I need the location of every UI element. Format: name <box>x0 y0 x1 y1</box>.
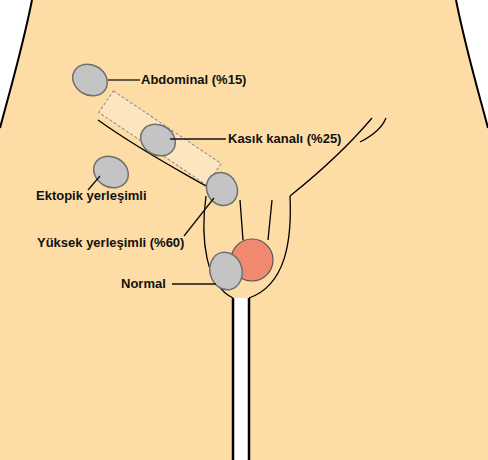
outside-area <box>456 0 488 128</box>
groin-line <box>290 118 372 196</box>
testis-inguinal <box>135 118 181 162</box>
location-label: Abdominal (%15) <box>141 72 246 88</box>
penis-outline <box>240 200 243 240</box>
body-outline <box>456 0 488 128</box>
leader-line <box>88 176 100 190</box>
location-label: Kasık kanalı (%25) <box>228 131 341 147</box>
leader-line <box>172 283 216 284</box>
location-label: Yüksek yerleşimli (%60) <box>37 235 184 251</box>
leader-line <box>108 79 140 80</box>
location-label: Ektopik yerleşimli <box>36 188 147 204</box>
groin-line <box>360 118 386 142</box>
location-label: Normal <box>121 276 166 292</box>
outside-area <box>0 0 32 128</box>
leader-line <box>184 198 214 236</box>
body-outline <box>0 0 32 128</box>
testis-ectopic <box>88 150 134 194</box>
penis-outline <box>268 200 272 240</box>
leader-line <box>170 138 226 139</box>
testis-abdominal <box>67 58 113 102</box>
leg-outline <box>232 298 235 460</box>
leg-outline <box>248 298 251 460</box>
testis-normal <box>206 249 247 294</box>
leg-gap <box>233 298 249 460</box>
testis-high <box>201 167 244 211</box>
